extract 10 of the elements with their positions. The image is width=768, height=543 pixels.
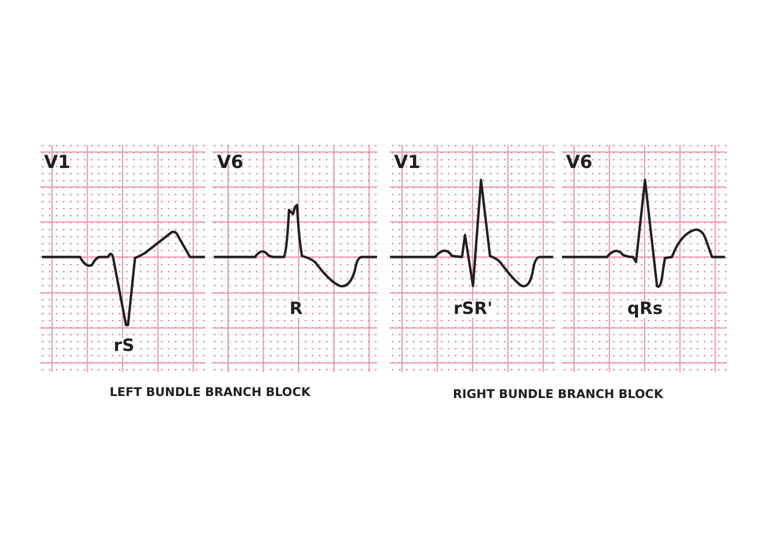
caption: LEFT BUNDLE BRANCH BLOCK bbox=[110, 386, 310, 398]
lead-label: V1 bbox=[394, 154, 420, 172]
lead-label: V6 bbox=[566, 154, 592, 172]
pattern-label: R bbox=[288, 301, 304, 318]
pattern-label: rS bbox=[112, 338, 136, 355]
lead-label: V6 bbox=[217, 154, 244, 172]
pattern-label: rSR' bbox=[452, 301, 494, 318]
pattern-label: qRs bbox=[626, 301, 664, 318]
caption: RIGHT BUNDLE BRANCH BLOCK bbox=[452, 388, 664, 400]
lead-label: V1 bbox=[44, 154, 70, 172]
